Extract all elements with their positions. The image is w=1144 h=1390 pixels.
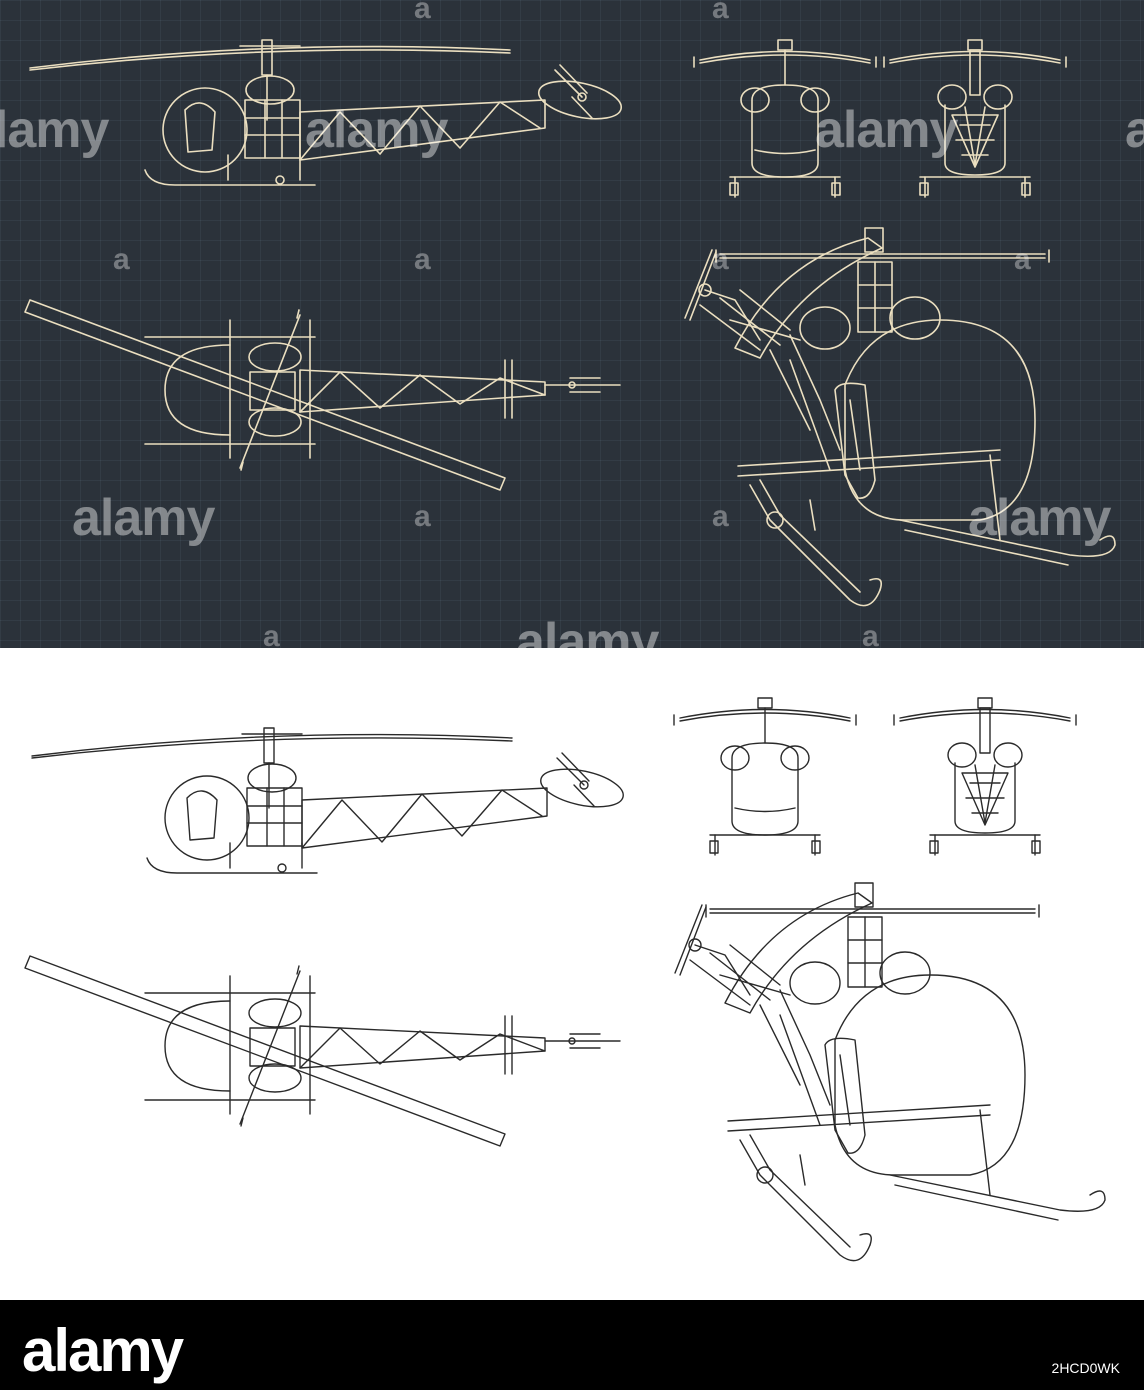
alamy-logo: alamy [22, 1317, 184, 1384]
watermark-a: a [862, 620, 879, 648]
watermark-a: a [712, 243, 729, 276]
footer-bar [0, 1300, 1144, 1390]
blueprint-light-panel [0, 648, 1144, 1300]
watermark: alamy [968, 489, 1111, 547]
rear-view-light [893, 697, 1077, 856]
blueprint-dark-panel: alamy alamy alamy alamy alamy alamy alam… [0, 0, 1144, 648]
watermark: alamy [1125, 101, 1144, 159]
top-view-light [24, 955, 621, 1147]
watermark-a: a [414, 500, 431, 533]
watermark: alamy [305, 101, 448, 159]
light-line-art [24, 697, 1106, 1262]
watermark-a: a [263, 620, 280, 648]
front-view-light [673, 697, 857, 856]
watermark-a: a [414, 0, 431, 25]
watermark-a: a [712, 0, 729, 25]
watermark: alamy [815, 101, 958, 159]
watermark: alamy [516, 613, 659, 648]
image-id: 2HCD0WK [1051, 1360, 1120, 1376]
perspective-view-dark [684, 227, 1116, 607]
light-drawings [24, 697, 1106, 1262]
watermark: alamy [0, 101, 109, 159]
dark-drawings [24, 39, 1116, 607]
watermark: alamy [72, 489, 215, 547]
top-view-dark [24, 299, 621, 491]
watermark-a: a [1014, 243, 1031, 276]
side-view-light [31, 727, 628, 874]
perspective-view-light [674, 882, 1106, 1262]
watermark-a: a [414, 243, 431, 276]
watermark-a: a [113, 243, 130, 276]
watermark-a: a [712, 500, 729, 533]
